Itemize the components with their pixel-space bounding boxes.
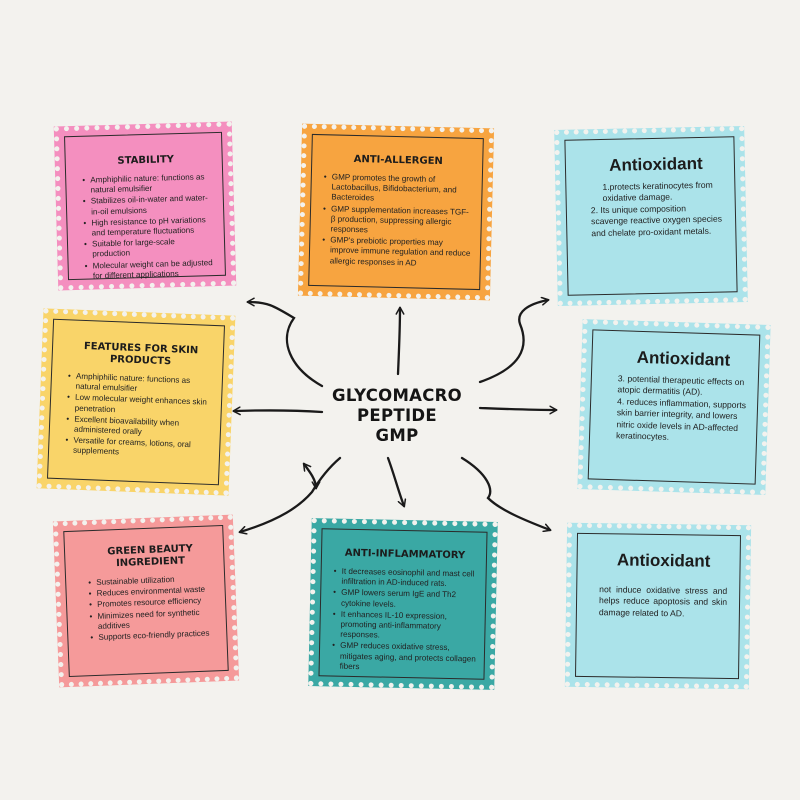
list-item: Versatile for creams, lotions, oral supp…: [73, 436, 212, 462]
card-text-line: 4. reduces inflammation, supports skin b…: [615, 396, 747, 442]
center-title-line: PEPTIDE: [357, 406, 437, 425]
arrow-to-anti-inflammatory: [386, 456, 407, 508]
list-item: It decreases eosinophil and mast cell in…: [341, 567, 477, 590]
list-item: Suitable for large-scale production: [92, 236, 215, 260]
card-title: Antioxidant: [616, 550, 711, 571]
arrow-to-stability: [246, 297, 324, 388]
center-title-line: GLYCOMACRO: [331, 386, 462, 405]
list-item: High resistance to pH variations and tem…: [91, 215, 214, 239]
card-title: Antioxidant: [636, 347, 731, 370]
card-title: ANTI-INFLAMMATORY: [344, 547, 466, 562]
arrow-to-features: [232, 406, 324, 416]
list-item: GMP supplementation increases TGF-β prod…: [330, 204, 473, 238]
connector-arrows: [232, 296, 558, 535]
card-text-line: 1.protects keratinocytes from oxidative …: [602, 179, 713, 204]
list-item: GMP's prebiotic properties may improve i…: [330, 236, 473, 270]
arrow-to-anti-allergen: [395, 306, 405, 376]
list-item: GMP lowers serum IgE and Th2 cytokine le…: [341, 588, 477, 611]
list-item: GMP reduces oxidative stress, mitigates …: [340, 641, 477, 674]
card-anti-inflammatory: ANTI-INFLAMMATORY It decreases eosinophi…: [308, 518, 498, 690]
card-antioxidant-3: Antioxidant not induce oxidative stress …: [564, 522, 752, 690]
list-item: Molecular weight can be adjusted for dif…: [93, 258, 216, 282]
card-text-line: not induce oxidative stress and helps re…: [598, 584, 728, 619]
arrow-to-antioxidant-1: [478, 296, 550, 384]
card-features-for-skin-products: FEATURES FOR SKIN PRODUCTS Amphiphilic n…: [36, 308, 236, 496]
center-title: GLYCOMACRO PEPTIDE GMP: [318, 386, 476, 446]
card-title: ANTI-ALLERGEN: [353, 153, 443, 168]
card-title: FEATURES FOR SKIN PRODUCTS: [83, 340, 199, 368]
list-item: GMP promotes the growth of Lactobacillus…: [331, 172, 474, 206]
card-anti-allergen: ANTI-ALLERGEN GMP promotes the growth of…: [297, 123, 495, 301]
arrow-to-green-beauty: [238, 456, 342, 535]
arrow-to-antioxidant-3: [460, 456, 552, 533]
list-item: It enhances IL-10 expression, promoting …: [340, 610, 477, 643]
center-title-line: GMP: [375, 426, 419, 445]
card-title: STABILITY: [117, 154, 175, 167]
card-title: Antioxidant: [608, 153, 703, 175]
list-item: Amphiphilic nature: functions as natural…: [90, 172, 213, 196]
card-antioxidant-1: Antioxidant 1.protects keratinocytes fro…: [554, 126, 748, 306]
card-title: GREEN BEAUTY INGREDIENT: [107, 543, 193, 570]
card-stability: STABILITY Amphiphilic nature: functions …: [53, 121, 237, 291]
arrow-to-antioxidant-2: [478, 405, 558, 415]
card-text-line: 2. Its unique composition scavenge react…: [590, 203, 723, 238]
arrow-center-side-left: [302, 462, 321, 490]
card-green-beauty-ingredient: GREEN BEAUTY INGREDIENT Sustainable util…: [52, 514, 240, 688]
card-antioxidant-2: Antioxidant 3. potential therapeutic eff…: [577, 319, 771, 495]
list-item: Stabilizes oil-in-water and water-in-oil…: [91, 194, 214, 218]
